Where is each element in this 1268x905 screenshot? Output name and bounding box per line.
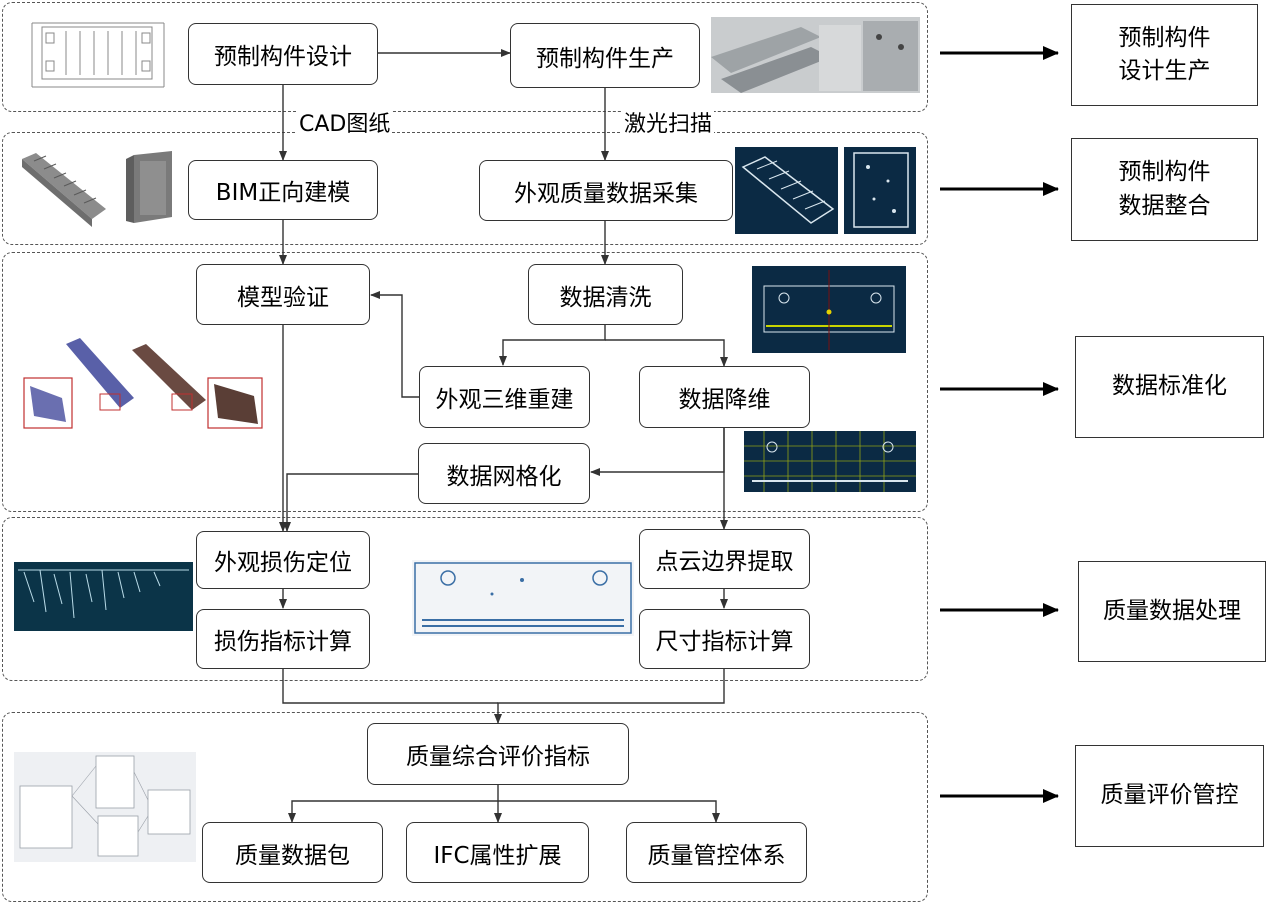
cad-drawing-thumbnail [22, 13, 174, 97]
node-3d-reconstruction: 外观三维重建 [419, 366, 590, 428]
side-box-quality-evaluation: 质量评价管控 [1075, 745, 1264, 847]
cleaned-pointcloud-view [752, 266, 906, 353]
side-box-data-integration: 预制构件 数据整合 [1071, 138, 1258, 241]
edge-eval-pack [288, 785, 499, 823]
pointcloud-stair [735, 147, 838, 234]
edge-recon-verify [370, 291, 419, 398]
side-box-quality-processing: 质量数据处理 [1078, 561, 1266, 662]
side-box-standardization: 数据标准化 [1075, 336, 1264, 438]
stage-design-production [2, 2, 928, 112]
node-component-production: 预制构件生产 [510, 23, 700, 88]
stage-data-integration [2, 132, 928, 245]
bim-wall-model [124, 151, 177, 225]
damage-pointcloud-view [14, 562, 193, 631]
bim-stair-model [14, 147, 112, 231]
node-damage-locate: 外观损伤定位 [196, 531, 370, 589]
node-size-calc: 尺寸指标计算 [639, 609, 810, 669]
node-quality-control: 质量管控体系 [626, 822, 807, 883]
stage-quality-evaluation [2, 712, 928, 902]
stage-standardization [2, 252, 928, 512]
edge-label-cad: CAD图纸 [297, 106, 393, 138]
node-model-verify: 模型验证 [196, 264, 370, 325]
edge-label-laser: 激光扫描 [622, 106, 715, 138]
node-quality-package: 质量数据包 [202, 822, 383, 883]
pointcloud-panel [844, 147, 916, 234]
edge-sizecalc-eval [494, 669, 725, 724]
edge-mesh-damageloc [283, 473, 418, 532]
node-data-mesh: 数据网格化 [418, 443, 590, 504]
reduced-grid-view [744, 431, 916, 492]
node-boundary-extract: 点云边界提取 [639, 529, 810, 589]
node-damage-calc: 损伤指标计算 [196, 609, 370, 669]
node-component-design: 预制构件设计 [188, 23, 378, 85]
node-bim-modeling: BIM正向建模 [188, 160, 378, 220]
stage-quality-processing [2, 517, 928, 681]
edge-damagecalc-eval [282, 669, 498, 704]
data-package-schema [14, 752, 196, 862]
production-photo [711, 17, 920, 93]
node-ifc-extension: IFC属性扩展 [406, 822, 589, 883]
node-quality-eval: 质量综合评价指标 [367, 723, 629, 785]
edge-clean-reduce [605, 339, 728, 367]
boundary-extract-view [412, 560, 634, 636]
edge-eval-control [498, 800, 720, 823]
edge-clean-recon [499, 325, 606, 366]
node-data-clean: 数据清洗 [528, 264, 683, 325]
reconstruction-model-views [22, 338, 266, 434]
node-dimension-reduce: 数据降维 [639, 366, 810, 428]
side-box-design-production: 预制构件 设计生产 [1071, 4, 1258, 106]
edge-reduce-mesh [590, 428, 725, 476]
node-appearance-collect: 外观质量数据采集 [479, 160, 733, 221]
